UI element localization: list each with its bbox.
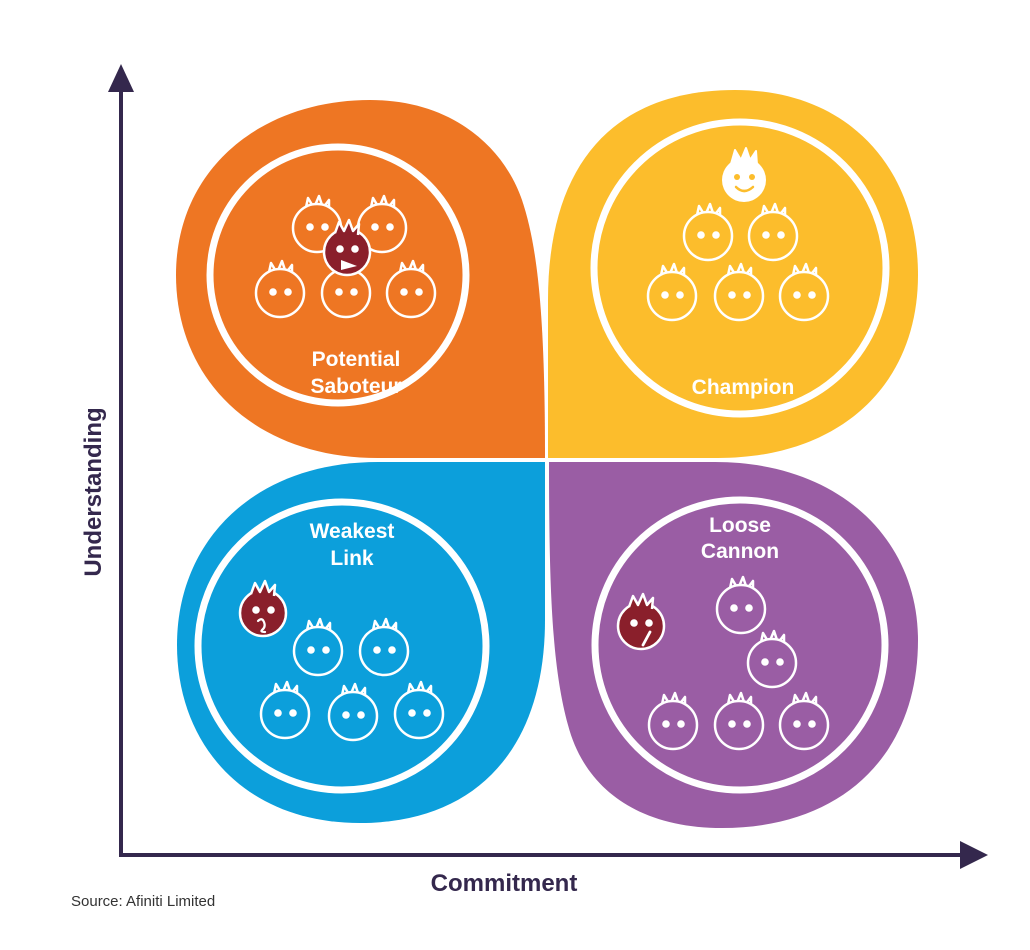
y-axis-arrowhead — [108, 64, 134, 92]
y-axis-label: Understanding — [80, 407, 107, 576]
quadrant-label-loose-cannon-line1: Loose — [709, 514, 771, 537]
quadrant-label-potential-saboteur-line1: Potential — [312, 348, 401, 371]
x-axis-label: Commitment — [431, 870, 578, 897]
quadrant-potential-saboteur: Potential Saboteur — [176, 100, 545, 458]
quadrant-label-loose-cannon-line2: Cannon — [701, 540, 779, 563]
quadrant-champion: Champion — [548, 90, 918, 458]
quadrant-label-champion-line1: Champion — [692, 376, 795, 399]
quadrant-label-potential-saboteur-line2: Saboteur — [310, 375, 401, 398]
quadrant-loose-cannon: Loose Cannon — [549, 462, 918, 828]
quadrant-label-weakest-link-line2: Link — [330, 547, 373, 570]
x-axis-arrowhead — [960, 841, 988, 869]
quadrant-weakest-link: Weakest Link — [177, 462, 545, 823]
source-note: Source: Afiniti Limited — [71, 893, 215, 910]
quadrant-label-weakest-link-line1: Weakest — [310, 520, 395, 543]
